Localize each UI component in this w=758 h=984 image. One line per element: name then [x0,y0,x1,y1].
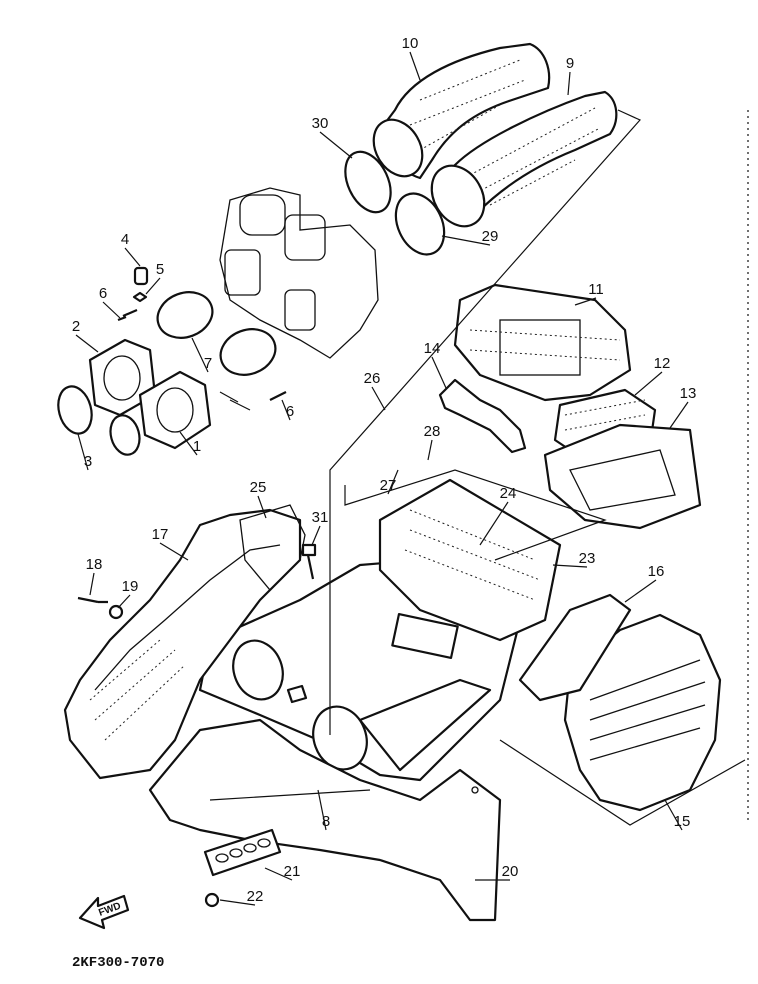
leader-line [89,572,95,596]
leader-line [634,371,663,396]
leader-line [257,495,267,519]
bolts-18-19-31 [77,543,317,620]
identification-plate-21 [203,828,282,877]
forward-direction-arrow: FWD [78,894,130,930]
callout-6: 6 [99,285,107,302]
callout-20: 20 [502,863,519,880]
callout-7: 7 [204,355,212,372]
leader-line [75,334,99,353]
carburetor-assembly [219,187,379,359]
leader-lines [75,51,689,906]
callout-14: 14 [424,340,441,357]
leader-line [317,789,327,831]
leader-line [664,799,683,831]
leader-line [145,277,161,295]
leader-line [102,301,121,319]
leader-line [159,542,189,561]
callout-2: 2 [72,318,80,335]
callout-labels: 1234566789101112131415161718192021222324… [72,35,697,905]
assembly-boundary-lines [209,109,749,826]
leader-line [567,71,571,96]
callout-13: 13 [680,385,697,402]
callout-11: 11 [588,281,604,298]
callout-5: 5 [156,261,164,278]
leader-line [179,431,198,456]
callout-16: 16 [648,563,665,580]
callout-18: 18 [86,556,103,573]
callout-23: 23 [579,550,596,567]
hose-clamp-29 [394,192,446,256]
leader-line [574,297,597,306]
leader-line [441,235,491,246]
o-ring-3 [57,385,141,456]
intake-duct-10 [372,42,551,180]
leader-line [281,399,291,421]
bracket-14 [438,378,527,454]
leader-line [371,386,386,411]
callout-31: 31 [312,509,329,526]
leader-line [311,525,321,546]
leader-line [319,131,353,159]
filter-case-13 [543,423,702,530]
callout-19: 19 [122,578,139,595]
leader-line [669,401,689,429]
gasket-16 [518,593,632,702]
callout-8: 8 [322,813,330,830]
callout-21: 21 [284,863,301,880]
callout-17: 17 [152,526,169,543]
callout-4: 4 [121,231,129,248]
callout-3: 3 [84,453,92,470]
callout-12: 12 [654,355,671,372]
leader-line [117,594,131,609]
callout-25: 25 [250,479,267,496]
screw-22 [204,892,220,908]
leader-line [264,867,293,881]
leader-line [479,501,509,546]
leader-line [77,433,89,471]
diagram-code: 2KF300-7070 [72,955,164,971]
small-parts-4-5-6 [117,266,287,401]
air-filter-element-11 [453,283,632,402]
callout-24: 24 [500,485,517,502]
leader-line [219,899,256,906]
bottom-shield-20 [148,718,502,922]
leader-line [387,469,399,495]
leader-line [552,564,588,568]
callout-9: 9 [566,55,574,72]
leader-line [431,356,447,389]
leader-line [124,247,141,267]
leader-line [624,579,657,603]
callout-6: 6 [286,403,294,420]
leader-line [409,51,421,81]
callout-10: 10 [402,35,419,52]
intake-housing-15 [563,613,722,812]
callout-26: 26 [364,370,381,387]
hose-clamp-30 [344,150,392,214]
clamp-7 [156,291,277,376]
leader-line [191,337,209,373]
callout-22: 22 [247,888,264,905]
callout-30: 30 [312,115,329,132]
gasket-25 [239,504,306,591]
callout-27: 27 [380,477,397,494]
callout-29: 29 [482,228,499,245]
air-box-cover-23-24 [378,478,562,642]
callout-1: 1 [193,438,201,455]
leader-line [427,439,433,461]
intake-duct-9 [430,90,618,228]
callout-15: 15 [674,813,691,830]
carburetor-joint-1 [138,370,212,450]
callout-28: 28 [424,423,441,440]
